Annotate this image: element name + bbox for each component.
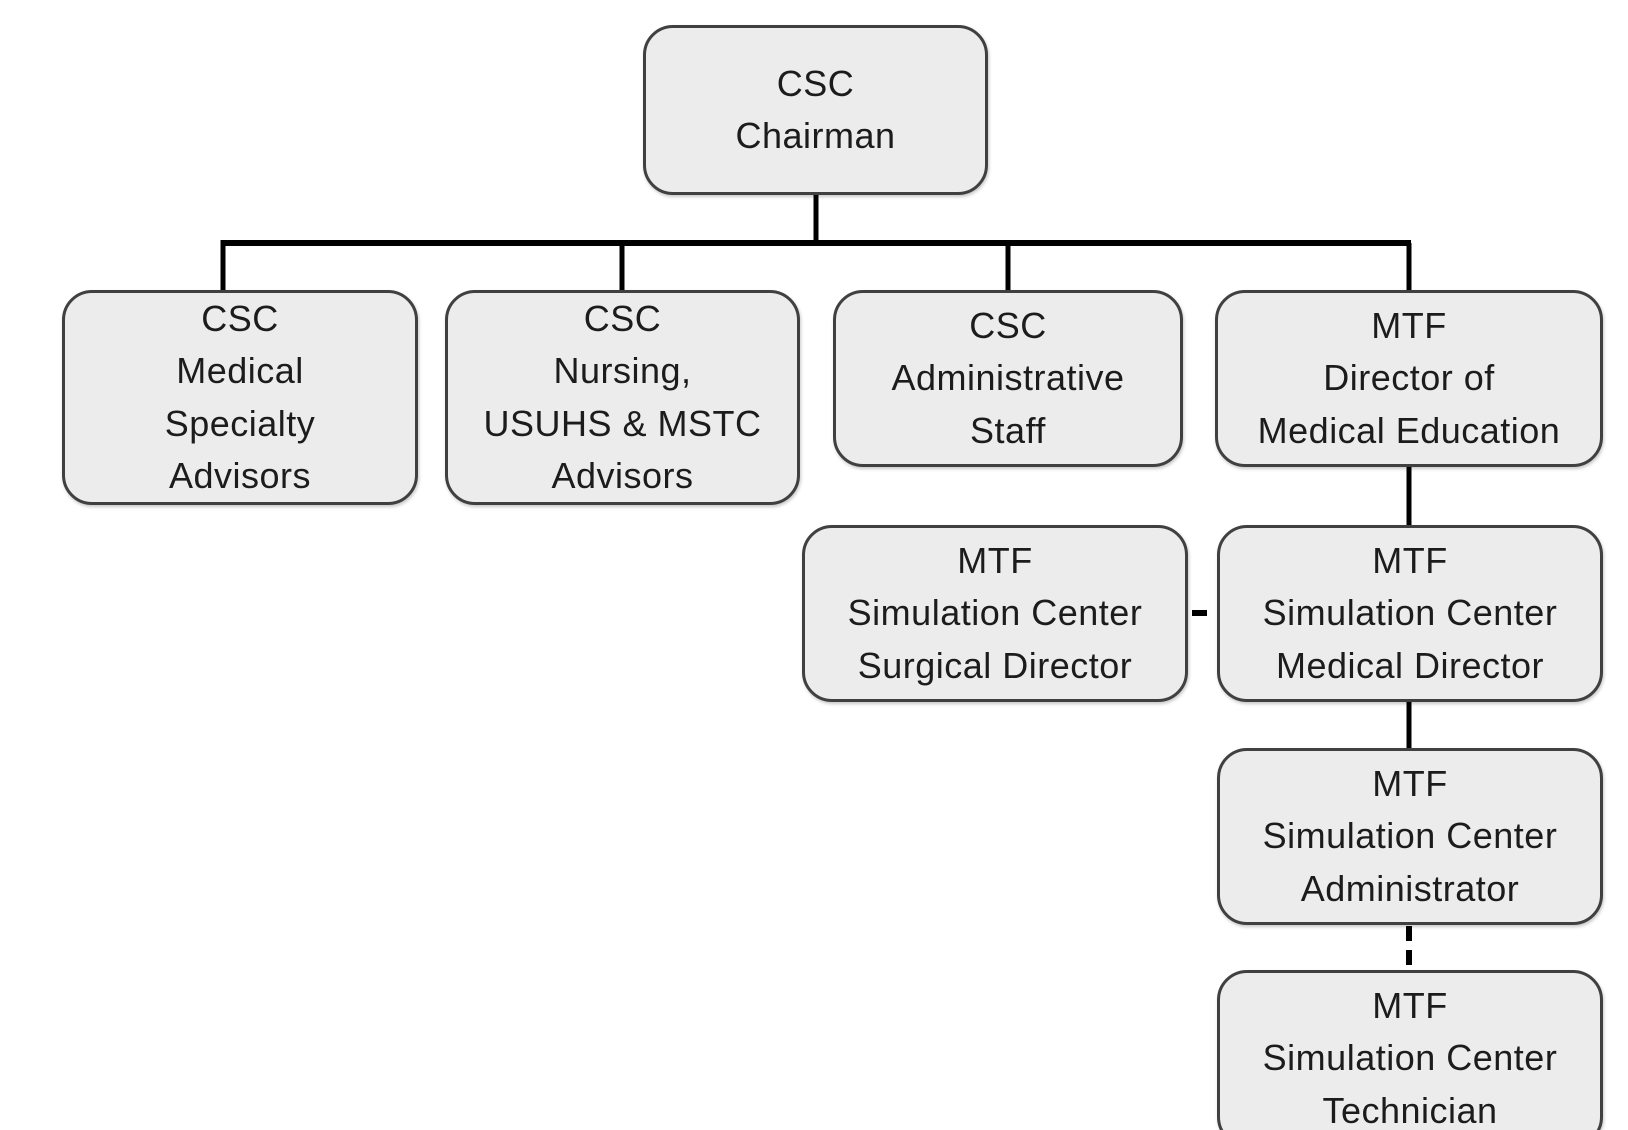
org-node-mtf-director-of-medical-education-label: MTF Director of Medical Education xyxy=(1257,305,1561,451)
org-node-csc-medical-specialty-advisors-label: CSC Medical Specialty Advisors xyxy=(164,298,316,496)
org-node-mtf-simulation-center-administrator-label: MTF Simulation Center Administrator xyxy=(1262,763,1558,909)
org-node-mtf-director-of-medical-education: MTF Director of Medical Education xyxy=(1215,290,1603,467)
org-node-csc-administrative-staff: CSC Administrative Staff xyxy=(833,290,1183,467)
org-node-mtf-simulation-center-medical-director-label: MTF Simulation Center Medical Director xyxy=(1262,540,1558,686)
org-node-mtf-simulation-center-surgical-director-label: MTF Simulation Center Surgical Director xyxy=(847,540,1143,686)
org-node-csc-chairman: CSC Chairman xyxy=(643,25,988,195)
org-node-csc-nursing-usuhs-mstc-advisors: CSC Nursing, USUHS & MSTC Advisors xyxy=(445,290,800,505)
org-node-mtf-simulation-center-medical-director: MTF Simulation Center Medical Director xyxy=(1217,525,1603,702)
org-node-mtf-simulation-center-surgical-director: MTF Simulation Center Surgical Director xyxy=(802,525,1188,702)
org-node-csc-nursing-usuhs-mstc-advisors-label: CSC Nursing, USUHS & MSTC Advisors xyxy=(483,298,762,496)
org-node-csc-medical-specialty-advisors: CSC Medical Specialty Advisors xyxy=(62,290,418,505)
org-node-csc-administrative-staff-label: CSC Administrative Staff xyxy=(891,305,1125,451)
org-node-mtf-simulation-center-technician-label: MTF Simulation Center Technician xyxy=(1262,985,1558,1130)
org-node-csc-chairman-label: CSC Chairman xyxy=(735,62,896,156)
org-node-mtf-simulation-center-technician: MTF Simulation Center Technician xyxy=(1217,970,1603,1130)
org-node-mtf-simulation-center-administrator: MTF Simulation Center Administrator xyxy=(1217,748,1603,925)
